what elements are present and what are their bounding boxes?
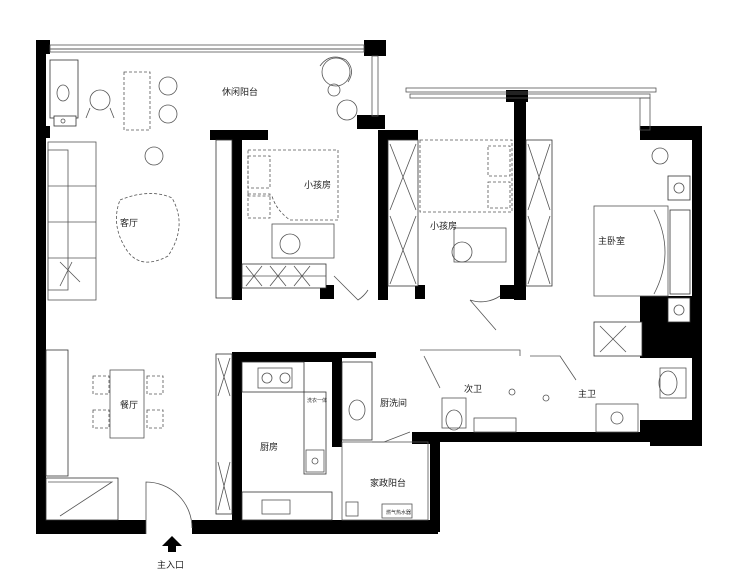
room-label-kids-room-1: 小孩房 (304, 179, 331, 191)
room-label-master-bedroom: 主卧室 (598, 235, 625, 247)
kids-room-2-area (387, 87, 657, 331)
room-label-living-room: 客厅 (120, 217, 138, 229)
living-room-area (45, 141, 180, 521)
room-label-leisure-balcony: 休闲阳台 (222, 86, 258, 98)
room-label-kids-room-2: 小孩房 (430, 220, 457, 232)
heater-annotation: 燃气热水器 (386, 509, 411, 516)
room-label-dining-room: 餐厅 (120, 399, 138, 411)
dining-area (92, 369, 164, 439)
walls (36, 40, 702, 534)
entrance-arrow-icon (162, 536, 182, 552)
room-label-secondary-bath: 次卫 (464, 383, 482, 395)
secondary-bath-area (420, 349, 521, 433)
entrance-label: 主入口 (157, 559, 184, 571)
room-label-laundry: 厨洗间 (380, 397, 407, 409)
master-bath-area (530, 355, 687, 433)
utility-balcony-area (341, 441, 429, 521)
laundry-area (341, 361, 411, 443)
room-label-master-bath: 主卫 (578, 388, 596, 400)
entrance-marker (162, 536, 182, 552)
kitchen-cabinet-annotation: 洗衣一体 (307, 397, 327, 404)
master-bedroom-area (525, 139, 691, 357)
kids-room-1-area (215, 139, 369, 301)
kitchen-area (215, 353, 333, 521)
entrance-door-swing (145, 481, 193, 534)
room-label-kitchen: 厨房 (260, 441, 278, 453)
room-label-utility-balcony: 家政阳台 (370, 477, 406, 489)
leisure-balcony-area (49, 44, 379, 166)
